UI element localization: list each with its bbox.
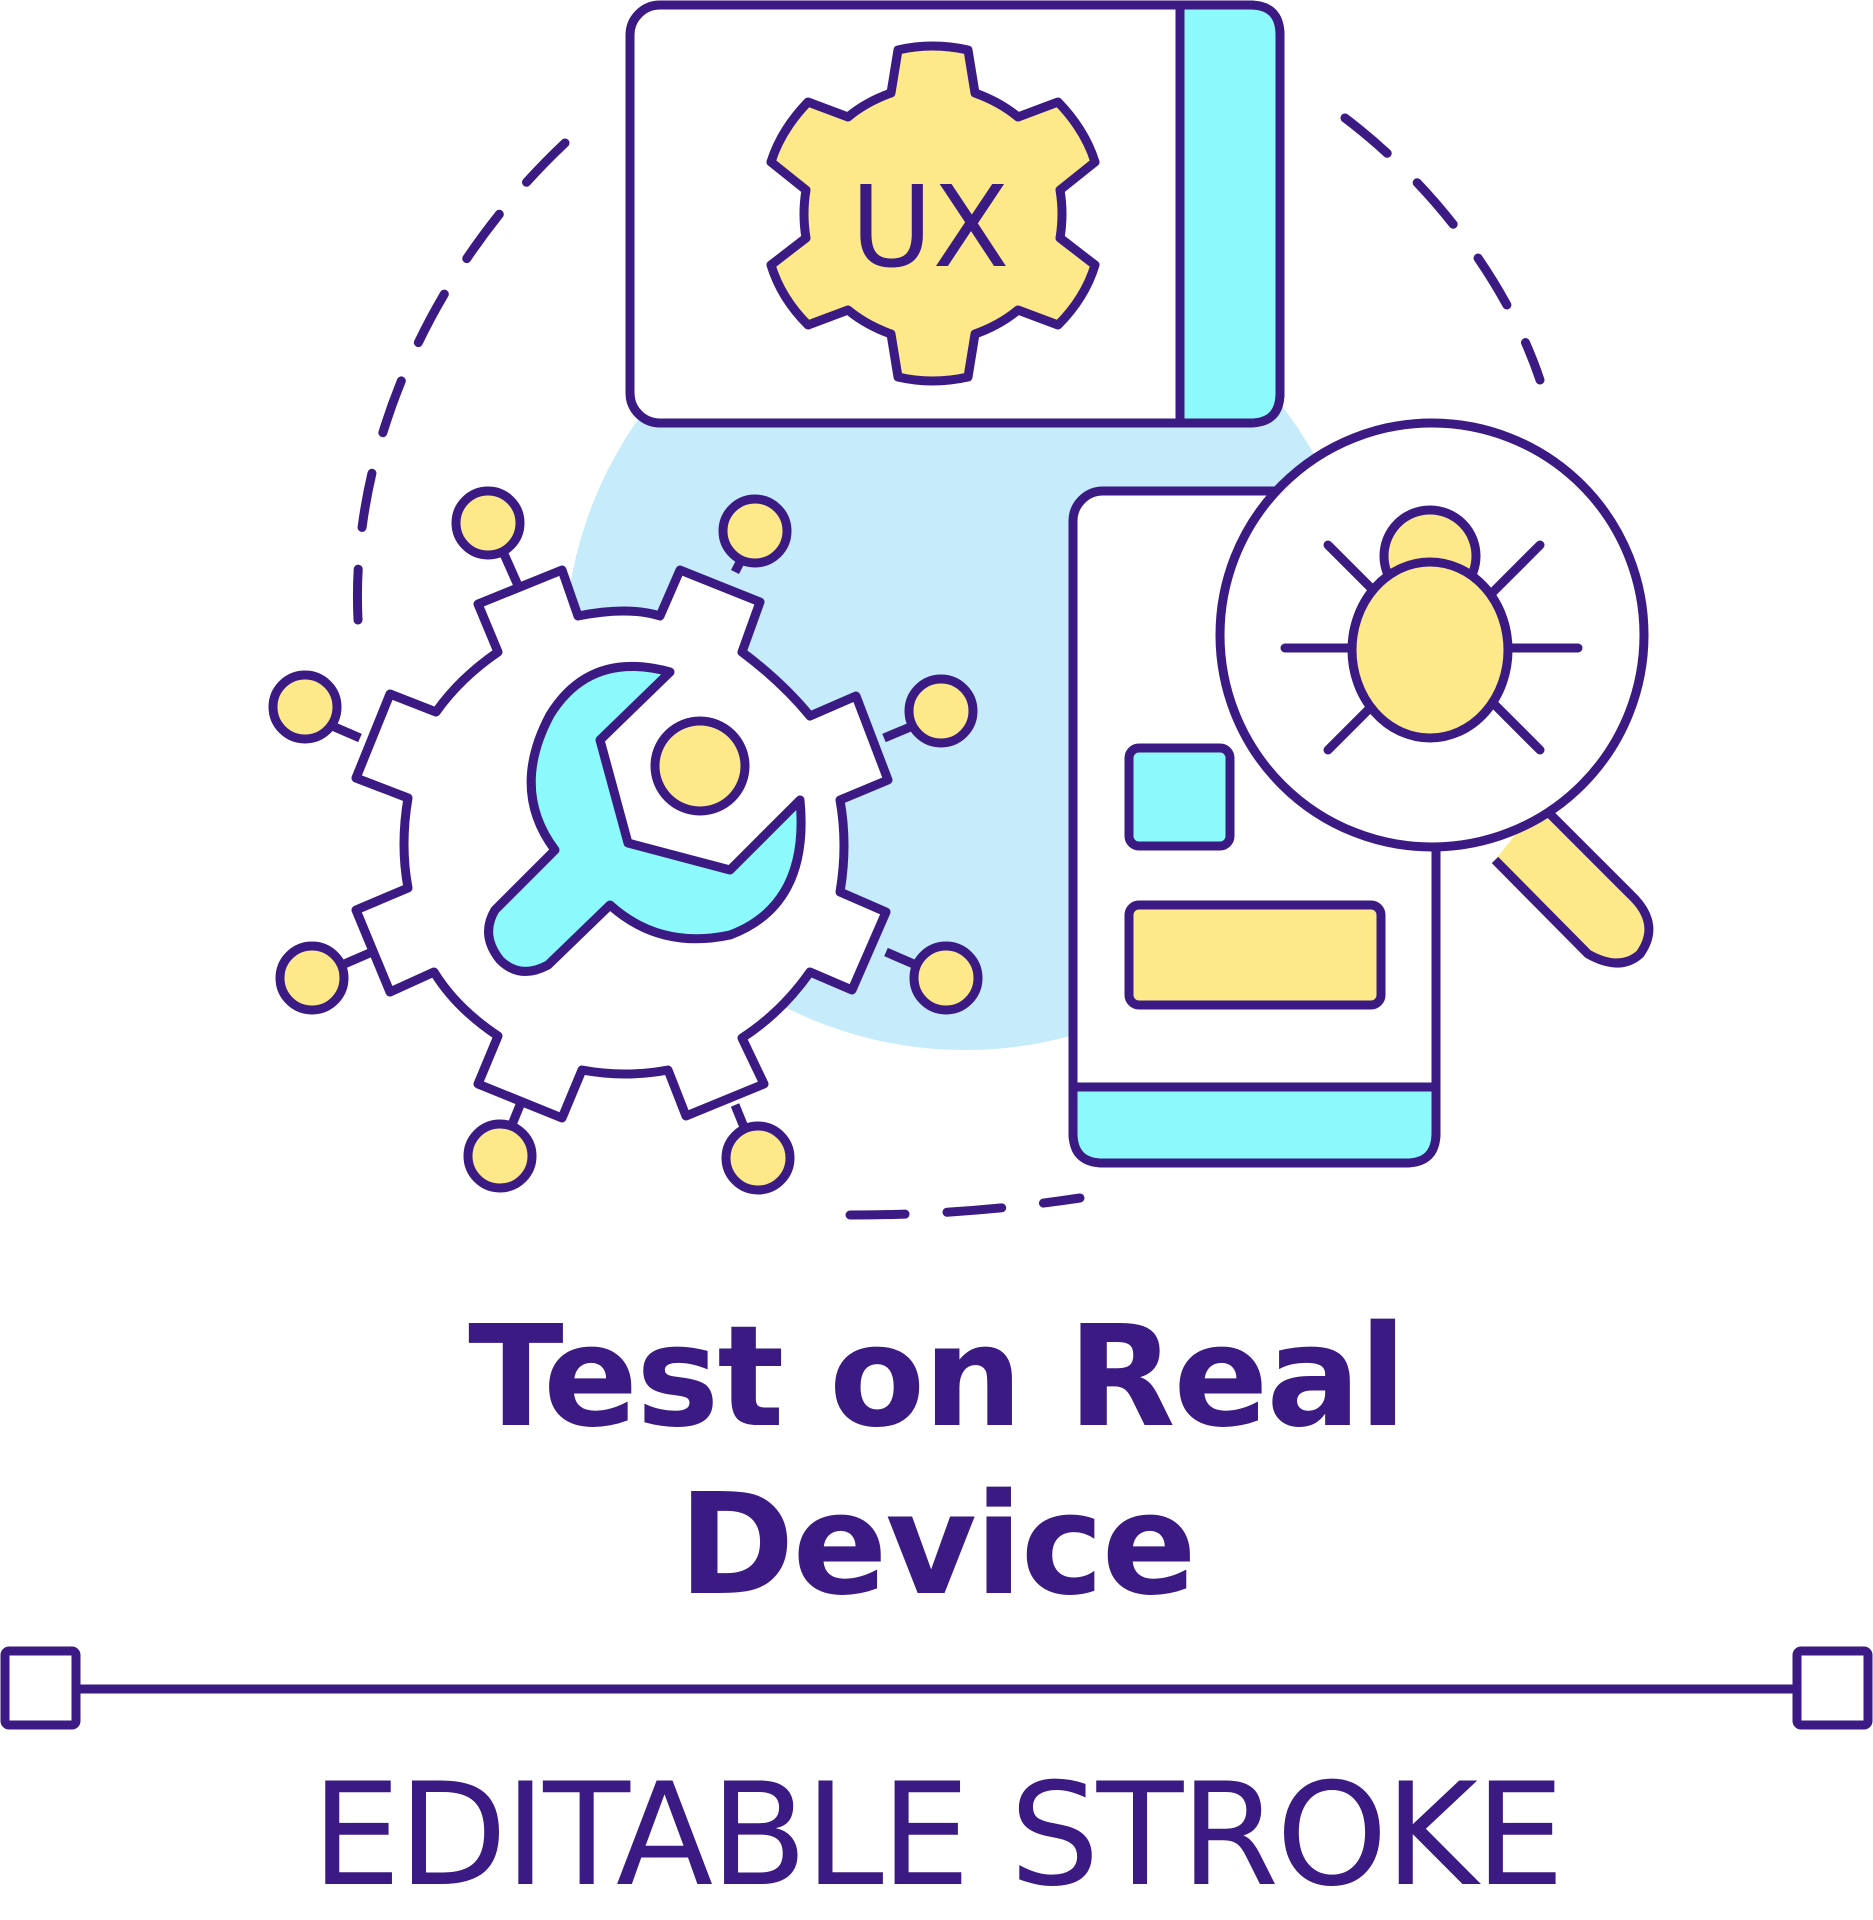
ux-label: UX: [851, 163, 1010, 293]
wrench-icon: [484, 661, 806, 976]
stroke-indicator: [0, 1646, 1873, 1730]
gear-wrench-icon: [268, 486, 983, 1195]
title-line-2: Device: [678, 1464, 1196, 1627]
screen-block-yellow: [1124, 900, 1386, 1010]
screen-block-cyan: [1124, 743, 1235, 851]
dashed-arc: [352, 113, 1545, 1220]
ux-settings-card-icon: [625, 0, 1285, 428]
title-line-1: Test on Real: [468, 1296, 1407, 1459]
magnifier-bug-icon: [1215, 418, 1654, 968]
ux-gear-icon: [766, 41, 1100, 386]
bug-icon: [1280, 505, 1583, 755]
caption-editable-stroke: EDITABLE STROKE: [311, 1753, 1564, 1918]
